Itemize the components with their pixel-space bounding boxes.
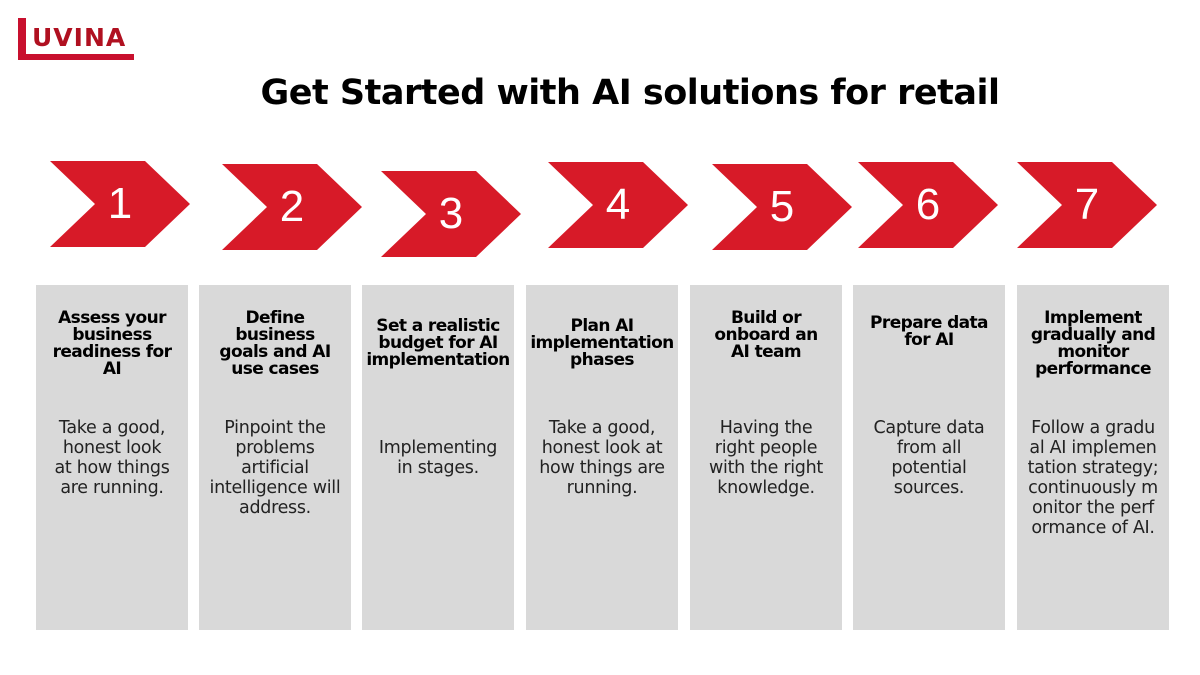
step-6-number: 6 [915, 180, 941, 229]
logo-l-vertical [18, 18, 26, 60]
step-4-description: Take a good, honest look at how things a… [539, 418, 665, 498]
step-2-chevron: 2 [222, 164, 362, 250]
step-3-number: 3 [438, 189, 464, 238]
step-3-chevron: 3 [381, 171, 521, 257]
step-5-description: Having the right people with the right k… [709, 418, 823, 498]
step-4-chevron: 4 [548, 162, 688, 248]
step-6-description: Capture data from all potential sources. [873, 418, 985, 498]
step-7-number: 7 [1074, 180, 1100, 229]
step-2-heading: Define business goals and AI use cases [219, 308, 331, 379]
chevron-arrow-icon [50, 161, 190, 247]
step-6-heading: Prepare data for AI [870, 313, 988, 350]
step-2-description: Pinpoint the problems artificial intelli… [209, 418, 341, 518]
step-1-chevron: 1 [50, 161, 190, 247]
step-1-description: Take a good, honest look at how things a… [54, 418, 170, 498]
chevron-arrow-icon [548, 162, 688, 248]
chevron-arrow-icon [712, 164, 852, 250]
step-5-chevron: 5 [712, 164, 852, 250]
step-2-card: Define business goals and AI use cases P… [199, 285, 351, 630]
step-7-card: Implement gradually and monitor performa… [1017, 285, 1169, 630]
chevron-arrow-icon [1017, 162, 1157, 248]
step-5-number: 5 [769, 182, 795, 231]
luvina-logo: UVINA [18, 18, 136, 60]
logo-wordmark: UVINA [32, 23, 127, 52]
step-7-heading: Implement gradually and monitor performa… [1030, 308, 1156, 379]
step-7-chevron: 7 [1017, 162, 1157, 248]
step-4-card: Plan AI implementation phases Take a goo… [526, 285, 678, 630]
step-1-number: 1 [107, 179, 133, 228]
step-2-number: 2 [279, 182, 305, 231]
step-7-description: Follow a gradual AI implementation strat… [1027, 418, 1159, 538]
step-4-heading: Plan AI implementation phases [530, 316, 674, 370]
step-5-heading: Build or onboard an AI team [714, 308, 818, 362]
page-title: Get Started with AI solutions for retail [260, 73, 1000, 113]
step-3-card: Set a realistic budget for AI implementa… [362, 285, 514, 630]
step-5-card: Build or onboard an AI team Having the r… [690, 285, 842, 630]
step-1-card: Assess your business readiness for AI Ta… [36, 285, 188, 630]
chevron-arrow-icon [222, 164, 362, 250]
step-6-chevron: 6 [858, 162, 998, 248]
chevron-arrow-icon [858, 162, 998, 248]
chevron-arrow-icon [381, 171, 521, 257]
step-4-number: 4 [605, 180, 631, 229]
step-3-description: Implementing in stages. [378, 438, 498, 478]
logo-l-horizontal [18, 54, 134, 60]
step-6-card: Prepare data for AI Capture data from al… [853, 285, 1005, 630]
step-1-heading: Assess your business readiness for AI [52, 308, 172, 379]
step-3-heading: Set a realistic budget for AI implementa… [366, 316, 510, 370]
